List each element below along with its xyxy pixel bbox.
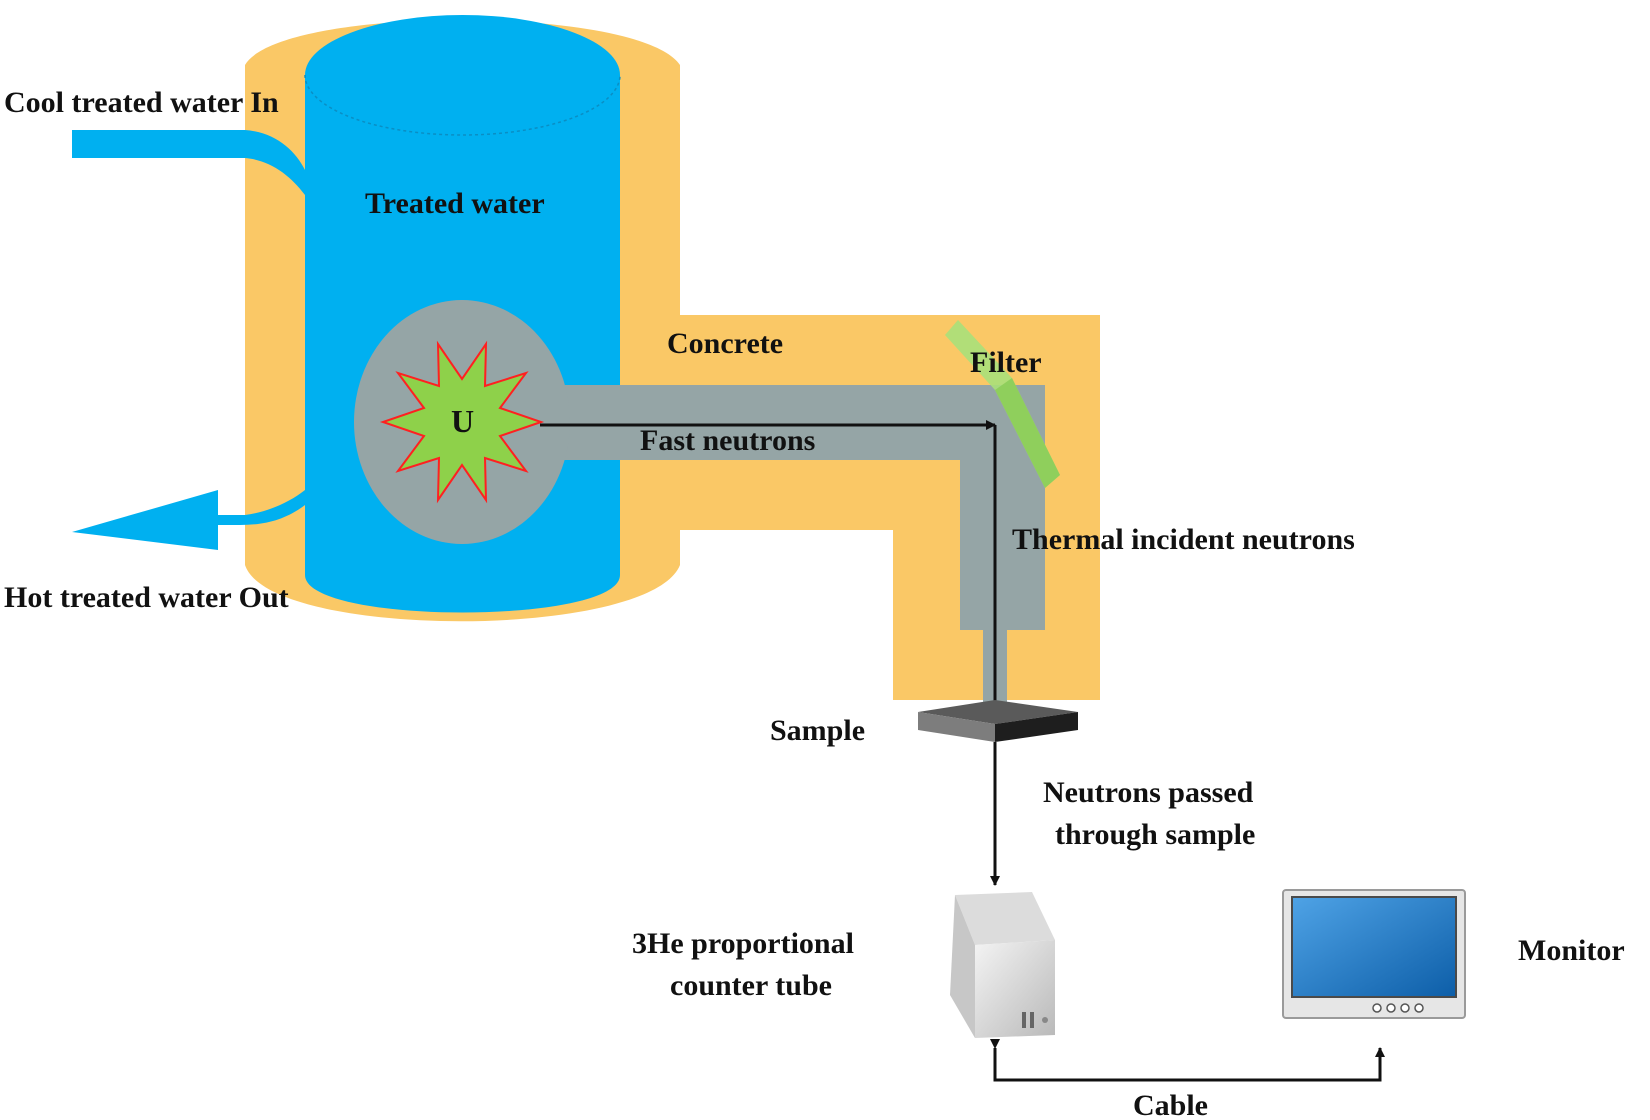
monitor-label: Monitor bbox=[1518, 934, 1625, 967]
sample-slab bbox=[918, 700, 1078, 742]
detector-label-line2: counter tube bbox=[670, 969, 832, 1002]
thermal-neutrons-label: Thermal incident neutrons bbox=[1012, 523, 1355, 556]
hot-water-outlet-arrow bbox=[72, 490, 305, 550]
cable-connection bbox=[990, 1039, 1385, 1082]
uranium-label: U bbox=[451, 403, 474, 439]
monitor-icon bbox=[1282, 889, 1466, 1019]
cable-label: Cable bbox=[1133, 1089, 1208, 1120]
helium3-detector-icon bbox=[950, 892, 1055, 1038]
filter-plate-edge bbox=[995, 378, 1060, 488]
cool-water-inlet-arrow bbox=[72, 130, 305, 195]
neutrons-passed-label-line2: through sample bbox=[1055, 818, 1255, 851]
treated-water-label: Treated water bbox=[365, 187, 545, 220]
cool-water-in-label: Cool treated water In bbox=[4, 86, 279, 119]
sample-label: Sample bbox=[770, 714, 865, 747]
uranium-core-star-icon bbox=[379, 340, 545, 504]
detector-label-line1: 3He proportional bbox=[632, 927, 854, 960]
concrete-label: Concrete bbox=[667, 327, 783, 360]
neutrons-passed-label-line1: Neutrons passed bbox=[1043, 776, 1254, 809]
fast-neutrons-label: Fast neutrons bbox=[640, 424, 815, 457]
hot-water-out-label: Hot treated water Out bbox=[4, 581, 289, 614]
filter-label: Filter bbox=[970, 346, 1042, 379]
